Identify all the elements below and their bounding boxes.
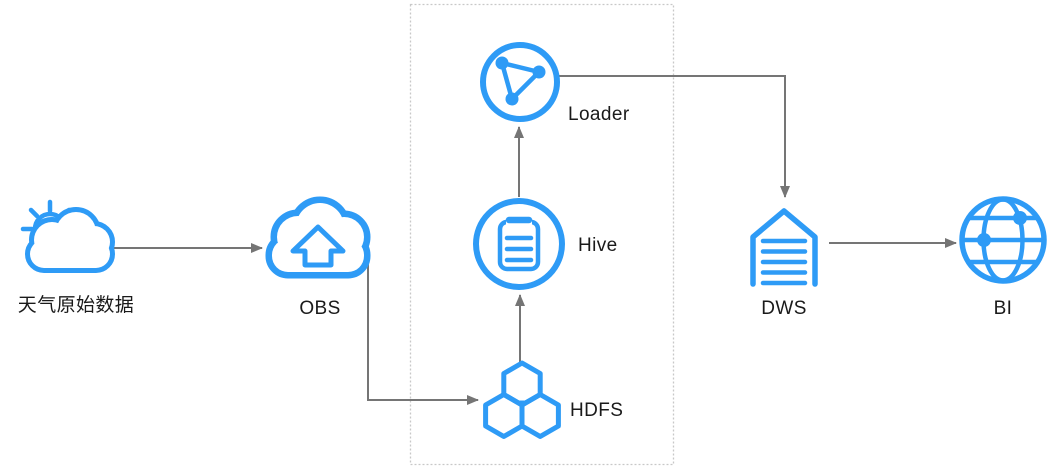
- cluster-boundary: [409, 3, 675, 466]
- node-dws[interactable]: DWS: [750, 208, 818, 319]
- hexagon-cluster-icon: [483, 360, 561, 439]
- node-label-weather: 天气原始数据: [18, 294, 134, 316]
- node-label-hdfs: HDFS: [570, 400, 623, 421]
- edge-obs-to-hdfs: [367, 250, 479, 405]
- node-weather-raw-data[interactable]: 天气原始数据: [18, 199, 134, 316]
- warehouse-icon: [750, 208, 818, 287]
- edges: [112, 75, 957, 405]
- globe-icon: [959, 196, 1047, 284]
- node-obs[interactable]: OBS: [272, 203, 364, 319]
- node-label-hive: Hive: [578, 235, 618, 256]
- node-hdfs[interactable]: HDFS: [483, 360, 624, 439]
- cloud-upload-icon: [272, 203, 364, 272]
- node-label-loader: Loader: [568, 104, 630, 125]
- clipboard-icon: [473, 198, 565, 290]
- node-label-obs: OBS: [299, 298, 340, 319]
- node-hive[interactable]: Hive: [473, 198, 618, 290]
- connected-nodes-icon: [480, 42, 560, 122]
- edge-loader-to-dws: [557, 75, 790, 198]
- node-bi[interactable]: BI: [959, 196, 1047, 319]
- node-loader[interactable]: Loader: [480, 42, 630, 125]
- node-label-bi: BI: [994, 298, 1013, 319]
- node-label-dws: DWS: [761, 298, 807, 319]
- sun-cloud-icon: [20, 199, 110, 268]
